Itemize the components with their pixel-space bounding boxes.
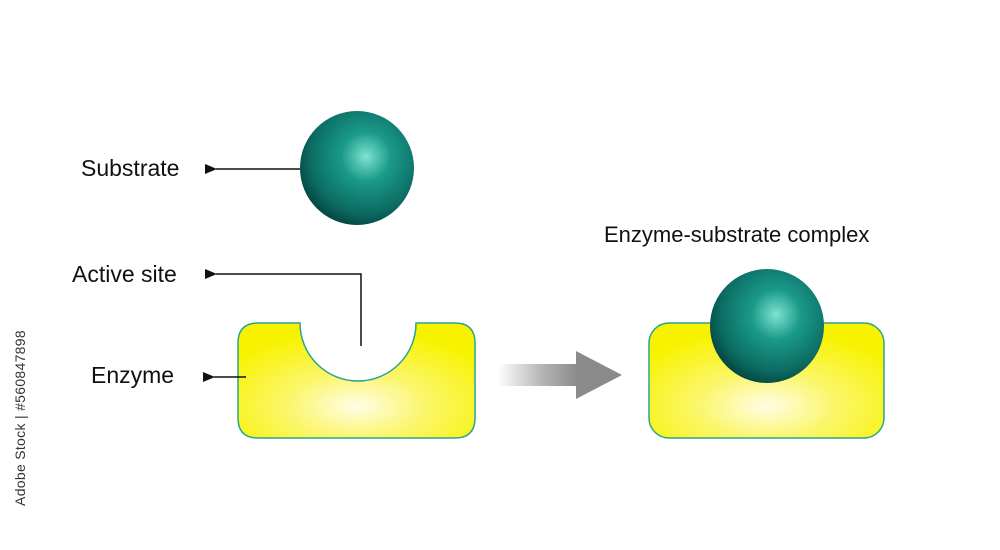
complex-title: Enzyme-substrate complex <box>604 222 870 247</box>
substrate-label: Substrate <box>81 155 180 181</box>
stock-watermark: Adobe Stock | #560847898 <box>12 330 28 506</box>
active-site-label: Active site <box>72 261 177 287</box>
enzyme-shape <box>237 322 476 439</box>
complex-substrate-ball <box>710 269 824 383</box>
reaction-arrow <box>498 351 622 399</box>
enzyme-label: Enzyme <box>91 362 175 388</box>
active-site-pointer <box>205 269 362 346</box>
substrate-ball <box>300 111 414 225</box>
